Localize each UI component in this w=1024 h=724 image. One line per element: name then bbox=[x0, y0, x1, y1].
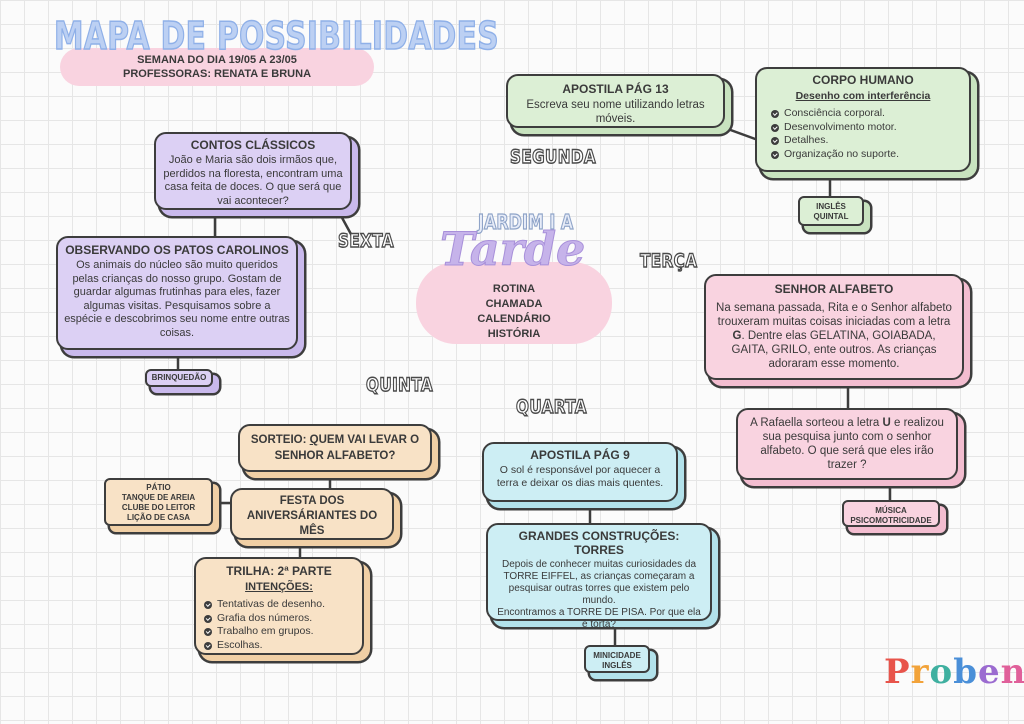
card-title: APOSTILA PÁG 9 bbox=[530, 448, 630, 462]
logo-letter: r bbox=[910, 652, 930, 692]
check-item: Consciência corporal. bbox=[771, 107, 961, 121]
rafaella-card: A Rafaella sorteou a letra U e realizou … bbox=[736, 408, 958, 480]
trilha-card: TRILHA: 2ª PARTE INTENÇÕES: Tentativas d… bbox=[194, 557, 364, 655]
grandes-construcoes-card: GRANDES CONSTRUÇÕES: TORRES Depois de co… bbox=[486, 523, 712, 630]
letter-highlight: G bbox=[732, 330, 742, 342]
card-text: João e Maria são dois irmãos que, perdid… bbox=[163, 154, 343, 207]
tag-line: QUINTAL bbox=[813, 212, 849, 221]
header-banner bbox=[60, 48, 374, 86]
day-label-segunda: SEGUNDA bbox=[509, 145, 597, 168]
routine-item: HISTÓRIA bbox=[487, 328, 541, 340]
logo-letter: e bbox=[977, 652, 1001, 692]
day-label-quarta: QUARTA bbox=[515, 395, 587, 418]
text-part: e realizou sua pesquisa junto com o senh… bbox=[760, 417, 944, 471]
apostila-9-card: APOSTILA PÁG 9 O sol é responsável por a… bbox=[482, 442, 678, 502]
class-name: JARDIM I A bbox=[477, 209, 574, 234]
routine-list: ROTINA CHAMADA CALENDÁRIO HISTÓRIA bbox=[416, 282, 612, 342]
tag-line: TANQUE DE AREIA bbox=[121, 493, 196, 502]
tag-line: PSICOMOTRICIDADE bbox=[850, 516, 932, 525]
text-part: UEM VAI LEVAR O SENHOR ALFABETO? bbox=[274, 434, 420, 462]
sorteio-card: SORTEIO: QUEM VAI LEVAR O SENHOR ALFABET… bbox=[238, 424, 432, 472]
apostila-13-card: APOSTILA PÁG 13 Escreva seu nome utiliza… bbox=[506, 74, 725, 128]
patos-carolinos-card: OBSERVANDO OS PATOS CAROLINOS Os animais… bbox=[56, 236, 298, 350]
tag-line: LIÇÃO DE CASA bbox=[126, 513, 191, 522]
card-text: Na semana passada, Rita e o Senhor alfab… bbox=[716, 301, 952, 371]
logo-letter: b bbox=[953, 652, 978, 692]
card-text: Os animais do núcleo são muito queridos … bbox=[64, 259, 290, 339]
tag-line: BRINQUEDÃO bbox=[151, 373, 207, 382]
proben-logo: Proben bbox=[884, 652, 1024, 692]
day-label-sexta: SEXTA bbox=[337, 229, 395, 252]
card-title: TRILHA: 2ª PARTE bbox=[226, 564, 332, 578]
card-title: CONTOS CLÁSSICOS bbox=[190, 138, 316, 152]
text-underlined: Q bbox=[309, 434, 319, 446]
card-text: Encontramos a TORRE DE PISA. Por que ela… bbox=[497, 607, 701, 630]
letter-highlight: U bbox=[882, 417, 891, 429]
quinta-tag: PÁTIO TANQUE DE AREIA CLUBE DO LEITOR LI… bbox=[104, 478, 213, 526]
header-teachers: PROFESSORAS: RENATA E BRUNA bbox=[122, 68, 312, 80]
check-item: Tentativas de desenho. bbox=[204, 598, 354, 612]
card-text: Depois de conhecer muitas curiosidades d… bbox=[502, 559, 696, 606]
tag-line: MINICIDADE bbox=[593, 651, 641, 660]
card-title: GRANDES CONSTRUÇÕES: TORRES bbox=[518, 529, 680, 557]
tag-line: MÚSICA bbox=[875, 506, 907, 515]
quarta-tag: MINICIDADE INGLÊS bbox=[584, 645, 650, 673]
day-label-terca: TERÇA bbox=[639, 249, 698, 272]
tag-line: PÁTIO bbox=[146, 483, 171, 492]
senhor-alfabeto-card: SENHOR ALFABETO Na semana passada, Rita … bbox=[704, 274, 964, 380]
card-subtitle: INTENÇÕES: bbox=[245, 581, 313, 593]
routine-item: ROTINA bbox=[492, 283, 536, 295]
card-title: APOSTILA PÁG 13 bbox=[562, 82, 669, 96]
center-blob bbox=[416, 262, 612, 344]
text-part: . Dentre elas GELATINA, GOIABADA, GAITA,… bbox=[731, 330, 937, 370]
shift-title: Tarde bbox=[439, 222, 586, 277]
card-title: FESTA DOS ANIVERSÁRIANTES DO MÊS bbox=[246, 495, 378, 537]
check-item: Escolhas. bbox=[204, 639, 354, 653]
card-subtitle: Desenho com interferência bbox=[795, 90, 931, 102]
terca-tag: MÚSICA PSICOMOTRICIDADE bbox=[842, 500, 940, 527]
check-item: Desenvolvimento motor. bbox=[771, 121, 961, 135]
text-part: SORTEIO: bbox=[250, 434, 310, 446]
contos-classicos-card: CONTOS CLÁSSICOS João e Maria são dois i… bbox=[154, 132, 352, 210]
tag-line: INGLÊS bbox=[602, 661, 632, 670]
card-title: OBSERVANDO OS PATOS CAROLINOS bbox=[65, 243, 289, 257]
sexta-tag: BRINQUEDÃO bbox=[145, 369, 213, 387]
card-title: SENHOR ALFABETO bbox=[774, 282, 894, 296]
check-item: Trabalho em grupos. bbox=[204, 625, 354, 639]
card-text: A Rafaella sorteou a letra U e realizou … bbox=[750, 416, 944, 472]
corpo-humano-card: CORPO HUMANO Desenho com interferência C… bbox=[755, 67, 971, 172]
festa-card: FESTA DOS ANIVERSÁRIANTES DO MÊS bbox=[230, 488, 394, 540]
logo-letter: o bbox=[929, 652, 954, 692]
check-item: Organização no suporte. bbox=[771, 148, 961, 162]
card-text: Escreva seu nome utilizando letras móvei… bbox=[526, 99, 705, 125]
text-part: A Rafaella sorteou a letra bbox=[750, 417, 883, 429]
logo-letter: P bbox=[884, 652, 911, 692]
tag-line: INGLÊS bbox=[816, 202, 846, 211]
header-week: SEMANA DO DIA 19/05 A 23/05 bbox=[137, 54, 297, 66]
logo-letter: n bbox=[1000, 652, 1024, 692]
routine-item: CALENDÁRIO bbox=[477, 313, 551, 325]
segunda-tag: INGLÊS QUINTAL bbox=[798, 196, 864, 226]
card-text: O sol é responsável por aquecer a terra … bbox=[496, 464, 664, 489]
routine-item: CHAMADA bbox=[485, 298, 543, 310]
text-part: Na semana passada, Rita e o Senhor alfab… bbox=[716, 302, 952, 328]
page-title: MAPA DE POSSIBILIDADES bbox=[53, 13, 500, 59]
check-item: Grafia dos números. bbox=[204, 612, 354, 626]
card-title: CORPO HUMANO bbox=[812, 73, 914, 87]
tag-line: CLUBE DO LEITOR bbox=[121, 503, 196, 512]
check-item: Detalhes. bbox=[771, 134, 961, 148]
day-label-quinta: QUINTA bbox=[365, 373, 433, 396]
